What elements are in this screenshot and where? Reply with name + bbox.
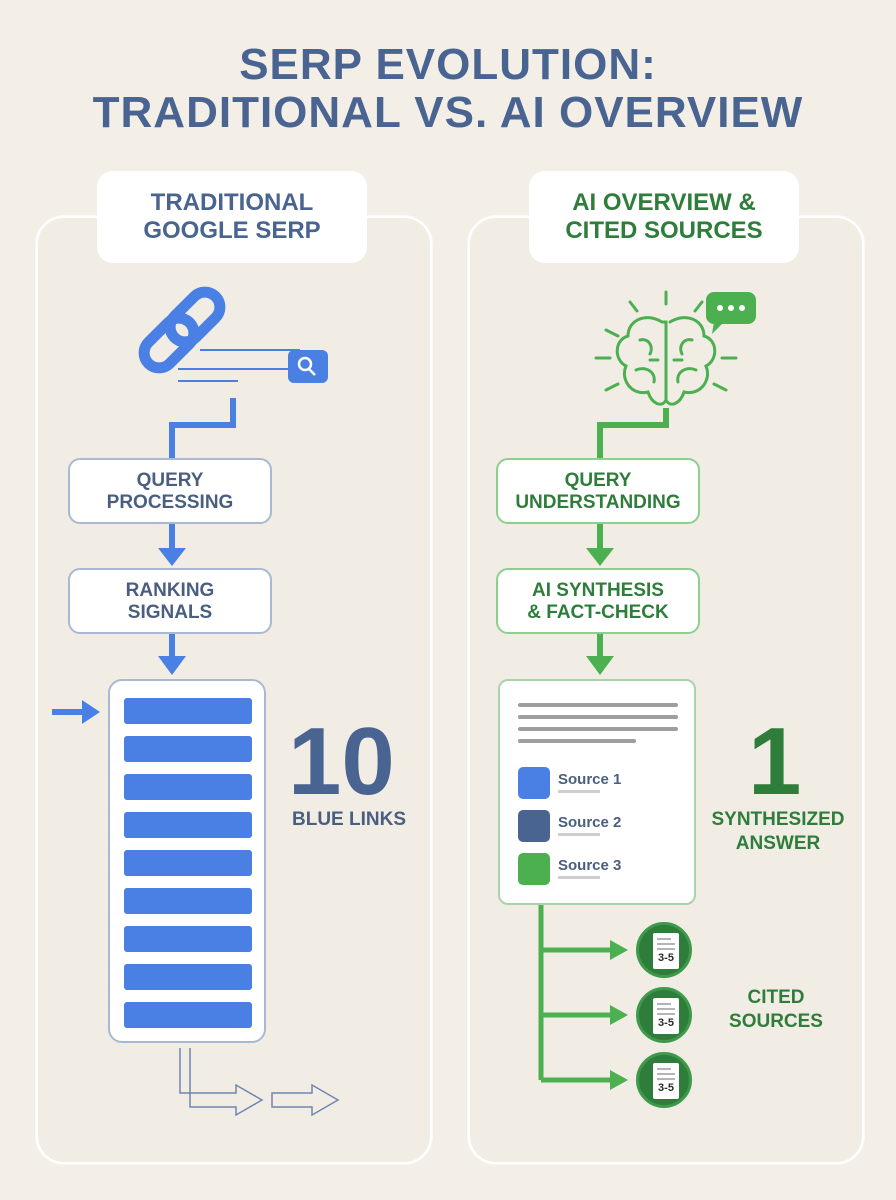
ranking-signals-line-1: RANKING	[125, 580, 215, 601]
source-1-swatch	[518, 767, 550, 799]
blue-links-caption: BLUE LINKS	[292, 809, 406, 830]
source-2-label: Source 2	[558, 814, 622, 831]
page-title-line-2: TRADITIONAL VS. AI OVERVIEW	[92, 88, 804, 137]
synthesized-caption-line-1: SYNTHESIZED	[711, 809, 845, 830]
blue-link-bar	[124, 698, 252, 724]
left-arrow-2	[158, 634, 186, 675]
blue-link-bar	[124, 926, 252, 952]
search-icon	[297, 356, 316, 376]
cited-caption-line-2: SOURCES	[729, 1011, 823, 1032]
synthesized-caption-line-2: ANSWER	[735, 833, 821, 854]
brain-icon	[615, 316, 717, 406]
cited-source-3: 3-5	[636, 1052, 692, 1108]
document-line	[657, 1003, 671, 1005]
answer-text-line	[518, 727, 678, 731]
source-1-subline	[558, 790, 600, 793]
brain-rays	[594, 290, 738, 392]
source-3-subline	[558, 876, 600, 879]
document-line	[657, 1078, 675, 1080]
document-icon	[653, 998, 679, 1034]
cited-source-2-label: 3-5	[658, 1017, 674, 1029]
right-arrow-2	[586, 634, 614, 675]
ai-synthesis-line-1: AI SYNTHESIS	[532, 580, 664, 601]
cited-caption-line-1: CITED	[747, 987, 805, 1008]
ai-overview-header-line-1: AI OVERVIEW &	[572, 189, 756, 216]
answer-text-line	[518, 715, 678, 719]
document-line	[657, 943, 675, 945]
blue-links-list	[108, 679, 266, 1043]
blue-link-bar	[124, 812, 252, 838]
source-3-swatch	[518, 853, 550, 885]
document-icon	[653, 933, 679, 969]
left-arrow-1	[158, 524, 186, 566]
right-connector-1	[597, 408, 669, 458]
left-connector-1	[169, 398, 236, 458]
answer-text-line	[518, 739, 636, 743]
answer-text-line	[518, 703, 678, 707]
document-line	[657, 948, 675, 950]
cited-sources-caption: CITED SOURCES	[706, 986, 846, 1034]
blue-link-bar	[124, 1002, 252, 1028]
document-line	[657, 1073, 675, 1075]
traditional-header-line-2: GOOGLE SERP	[143, 217, 321, 244]
traditional-header-line-1: TRADITIONAL	[150, 189, 314, 216]
blue-links-count: 10	[288, 708, 395, 815]
ranking-signals-line-2: SIGNALS	[127, 602, 213, 623]
synthesized-answer-caption: SYNTHESIZED ANSWER	[698, 808, 858, 856]
query-understanding-step: QUERY UNDERSTANDING	[496, 458, 700, 524]
chain-link-icon	[138, 286, 226, 374]
cited-source-2: 3-5	[636, 987, 692, 1043]
ai-overview-header: AI OVERVIEW & CITED SOURCES	[529, 171, 799, 263]
synthesized-answer-count: 1	[748, 708, 802, 815]
traditional-header: TRADITIONAL GOOGLE SERP	[97, 171, 367, 263]
cited-source-1-label: 3-5	[658, 952, 674, 964]
document-icon	[653, 1063, 679, 1099]
document-line	[657, 938, 671, 940]
document-line	[657, 1008, 675, 1010]
ai-answer-card: Source 1 Source 2 Source 3	[498, 679, 696, 905]
cited-arrowheads	[610, 940, 628, 1090]
source-2-subline	[558, 833, 600, 836]
blue-link-bar	[124, 964, 252, 990]
query-understanding-line-2: UNDERSTANDING	[515, 492, 681, 513]
cited-source-1: 3-5	[636, 922, 692, 978]
query-processing-line-1: QUERY	[136, 470, 204, 491]
query-processing-line-2: PROCESSING	[106, 492, 234, 513]
ai-synthesis-step: AI SYNTHESIS & FACT-CHECK	[496, 568, 700, 634]
query-processing-step: QUERY PROCESSING	[68, 458, 272, 524]
blue-link-bar	[124, 736, 252, 762]
query-understanding-line-1: QUERY	[564, 470, 632, 491]
blue-link-bar	[124, 774, 252, 800]
search-bar	[178, 349, 328, 383]
blue-link-bar	[124, 850, 252, 876]
left-side-arrow	[52, 700, 100, 724]
right-arrow-1	[586, 524, 614, 566]
page-title-line-1: SERP EVOLUTION:	[239, 40, 657, 89]
source-3-label: Source 3	[558, 857, 622, 874]
cited-branch	[538, 905, 612, 1083]
ai-synthesis-line-2: & FACT-CHECK	[527, 602, 669, 623]
document-line	[657, 1068, 671, 1070]
chat-bubble-icon	[706, 292, 756, 334]
outline-arrows	[179, 1048, 340, 1117]
blue-link-bar	[124, 888, 252, 914]
source-1-label: Source 1	[558, 771, 622, 788]
ai-overview-header-line-2: CITED SOURCES	[565, 217, 763, 244]
cited-source-3-label: 3-5	[658, 1082, 674, 1094]
source-2-swatch	[518, 810, 550, 842]
ranking-signals-step: RANKING SIGNALS	[68, 568, 272, 634]
document-line	[657, 1013, 675, 1015]
